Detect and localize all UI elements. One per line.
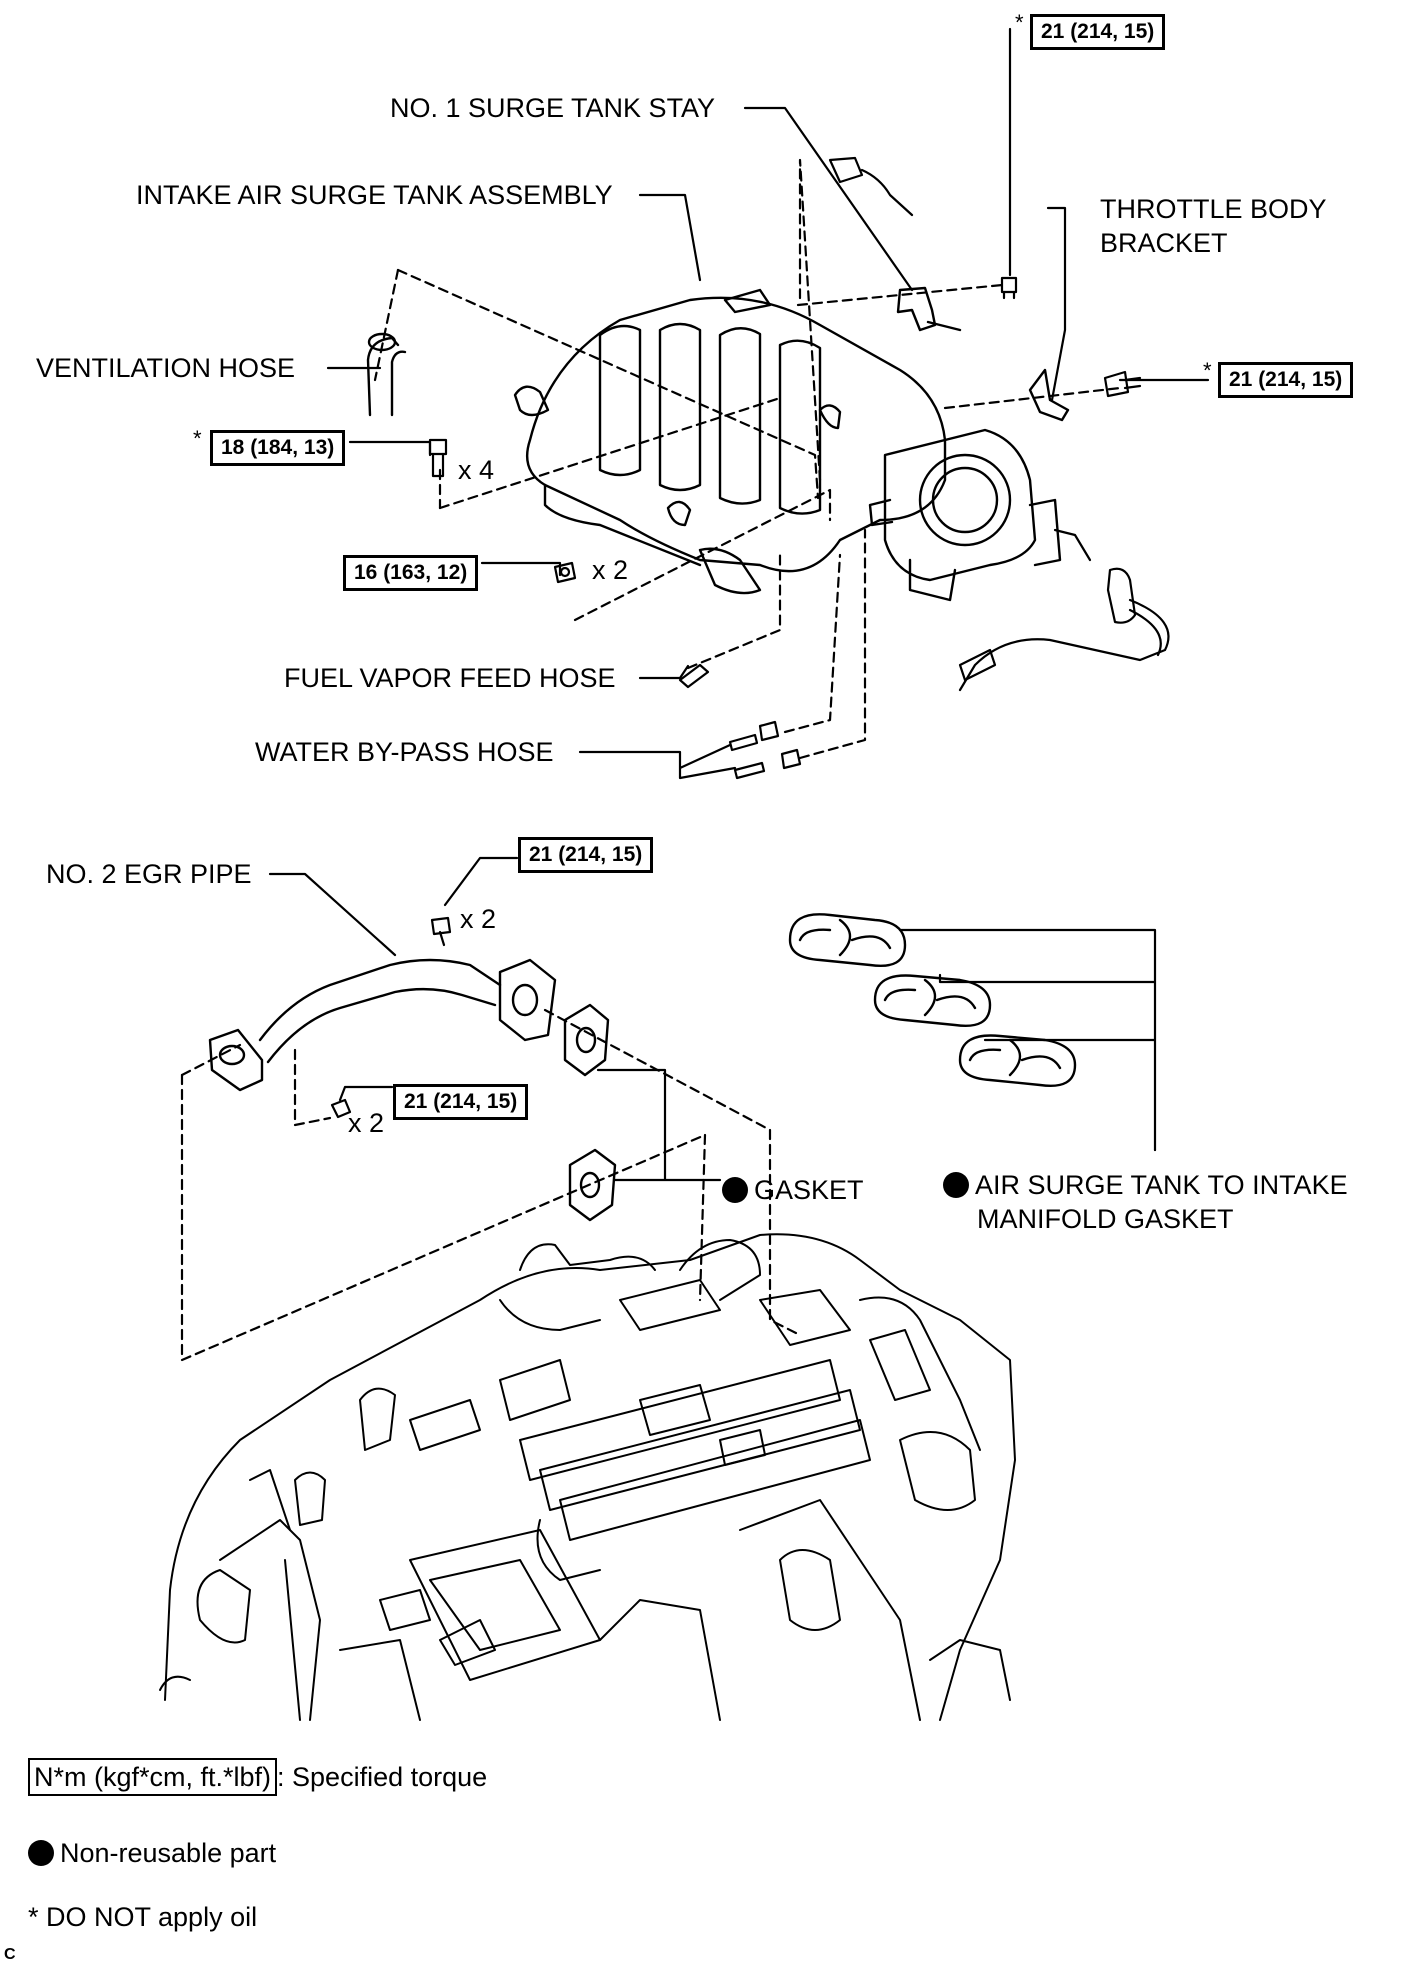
- figure-code: C: [4, 1946, 16, 1963]
- manifold-gasket-1: [788, 913, 907, 967]
- label-manifold-gasket-line1: AIR SURGE TANK TO INTAKE: [943, 1170, 1348, 1200]
- surge-tank-stay: [896, 286, 962, 332]
- manifold-gasket-2: [873, 974, 992, 1027]
- torque-tank-nuts: 16 (163, 12): [343, 555, 479, 591]
- tank-bolt: [428, 438, 448, 478]
- egr-bolt: [430, 916, 452, 947]
- egr-pipe: [208, 958, 557, 1092]
- label-ventilation-hose: VENTILATION HOSE: [36, 353, 296, 383]
- surge-tank-assembly: [513, 288, 947, 595]
- ventilation-hose: [366, 332, 407, 417]
- label-gasket-text: GASKET: [754, 1175, 864, 1205]
- egr-gasket-lower: [568, 1148, 617, 1222]
- water-bypass-hoses: [728, 720, 802, 780]
- label-fuel-vapor-hose: FUEL VAPOR FEED HOSE: [284, 663, 616, 693]
- legend-nonreusable: Non-reusable part: [28, 1836, 276, 1870]
- fuel-vapor-hose: [678, 663, 710, 689]
- egr-nut: [330, 1098, 352, 1119]
- qty-egr-bolts: x 2: [460, 904, 497, 934]
- throttle-body: [868, 428, 1062, 602]
- torque-tank-bolts: 18 (184, 13): [210, 430, 346, 466]
- label-gasket: GASKET: [722, 1175, 864, 1205]
- leader-lines: [268, 27, 1210, 1182]
- legend-torque: N*m (kgf*cm, ft.*lbf): Specified torque: [28, 1758, 487, 1796]
- stay-harness: [828, 156, 914, 217]
- torque-stay-bolt: 21 (214, 15): [1030, 14, 1166, 50]
- tank-nut: [553, 561, 577, 584]
- legend-torque-box: N*m (kgf*cm, ft.*lbf): [28, 1758, 278, 1796]
- label-manifold-gasket-line2: MANIFOLD GASKET: [977, 1204, 1234, 1234]
- nonreusable-dot-icon: [722, 1177, 748, 1203]
- nonreusable-dot-icon: [943, 1172, 969, 1198]
- torque-throttle-bolt: 21 (214, 15): [1218, 362, 1354, 398]
- qty-egr-nuts: x 2: [348, 1108, 385, 1138]
- engine-block: [159, 1233, 1016, 1721]
- stay-bolt: [1000, 276, 1018, 300]
- legend-nonreusable-text: Non-reusable part: [60, 1838, 277, 1868]
- throttle-body-bracket: [1028, 368, 1070, 422]
- bracket-bolt: [1103, 370, 1142, 398]
- egr-gasket-upper: [563, 1003, 610, 1077]
- torque-egr-nuts: 21 (214, 15): [393, 1084, 529, 1120]
- legend-torque-text: : Specified torque: [277, 1762, 488, 1792]
- torque-egr-bolts: 21 (214, 15): [518, 837, 654, 873]
- qty-tank-nuts: x 2: [592, 555, 629, 585]
- label-throttle-bracket-line1: THROTTLE BODY: [1100, 194, 1327, 224]
- manifold-gasket-3: [958, 1034, 1077, 1087]
- label-throttle-bracket-line2: BRACKET: [1100, 228, 1228, 258]
- label-water-bypass-hose: WATER BY-PASS HOSE: [255, 737, 554, 767]
- legend-no-oil: * DO NOT apply oil: [28, 1902, 258, 1932]
- label-surge-tank-stay: NO. 1 SURGE TANK STAY: [390, 93, 716, 123]
- qty-tank-bolts: x 4: [458, 455, 495, 485]
- label-egr-pipe: NO. 2 EGR PIPE: [46, 859, 252, 889]
- no-oil-star: *: [1015, 10, 1024, 35]
- no-oil-star: *: [1203, 358, 1212, 383]
- nonreusable-dot-icon: [28, 1840, 54, 1866]
- throttle-harness: [958, 528, 1170, 692]
- label-surge-tank-assembly: INTAKE AIR SURGE TANK ASSEMBLY: [136, 180, 613, 210]
- label-manifold-gasket-line1-text: AIR SURGE TANK TO INTAKE: [975, 1170, 1348, 1200]
- no-oil-star: *: [193, 426, 202, 451]
